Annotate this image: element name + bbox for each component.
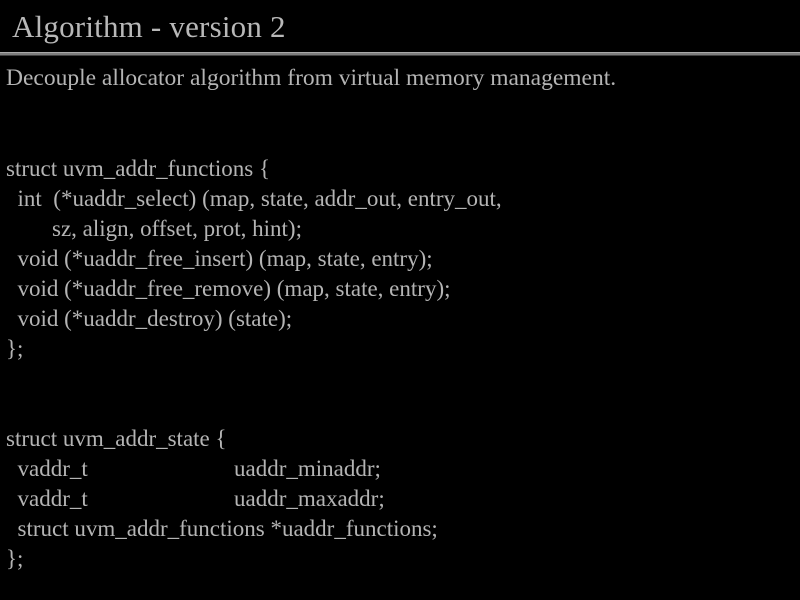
code-line: void (*uaddr_destroy) (state); bbox=[6, 306, 293, 331]
code-line: }; bbox=[6, 336, 24, 361]
struct-field-row: vaddr_t uaddr_minaddr; bbox=[0, 454, 800, 484]
struct-field-name: uaddr_minaddr; bbox=[234, 456, 381, 481]
intro-paragraph: Decouple allocator algorithm from virtua… bbox=[6, 65, 617, 91]
spacer-line bbox=[0, 124, 800, 154]
code-line: struct uvm_addr_state { bbox=[6, 426, 227, 451]
code-line: }; bbox=[6, 546, 24, 571]
spacer-line bbox=[0, 364, 800, 394]
struct-field-type: vaddr_t bbox=[6, 456, 88, 481]
code-line: void (*uaddr_free_insert) (map, state, e… bbox=[6, 246, 433, 271]
title-divider bbox=[0, 52, 800, 56]
page-title: Algorithm - version 2 bbox=[12, 9, 286, 44]
code-line: sz, align, offset, prot, hint); bbox=[6, 216, 302, 241]
struct-field-type: vaddr_t bbox=[6, 486, 88, 511]
struct-field-name: uaddr_maxaddr; bbox=[234, 486, 385, 511]
code-line: void (*uaddr_free_remove) (map, state, e… bbox=[6, 276, 451, 301]
code-line: struct uvm_addr_functions *uaddr_functio… bbox=[6, 516, 438, 541]
code-line: int (*uaddr_select) (map, state, addr_ou… bbox=[6, 186, 502, 211]
spacer-line bbox=[0, 94, 800, 124]
code-line: struct uvm_addr_functions { bbox=[6, 156, 270, 181]
spacer-line bbox=[0, 394, 800, 424]
slide-body: Decouple allocator algorithm from virtua… bbox=[0, 62, 800, 574]
struct-field-row: vaddr_t uaddr_maxaddr; bbox=[0, 484, 800, 514]
